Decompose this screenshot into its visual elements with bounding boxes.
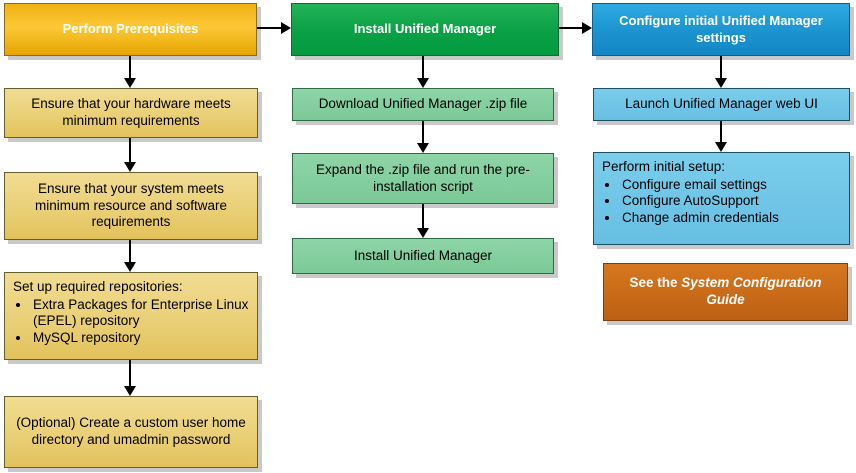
- bullet-item: Configure email settings: [620, 177, 843, 194]
- step-label: Launch Unified Manager web UI: [625, 96, 818, 112]
- arrow-down-head: [124, 78, 136, 88]
- bullet-list: Extra Packages for Enterprise Linux (EPE…: [13, 297, 251, 347]
- arrow-down: [129, 56, 131, 79]
- header-install-unified-manager: Install Unified Manager: [291, 3, 559, 56]
- arrow-down: [422, 56, 424, 79]
- arrow-down-head: [715, 142, 727, 152]
- note-prefix: See the: [629, 275, 682, 291]
- step-optional-home-directory: (Optional) Create a custom user home dir…: [4, 396, 258, 468]
- arrow-down-head: [417, 78, 429, 88]
- header-configure-initial-settings: Configure initial Unified Manager settin…: [592, 3, 850, 56]
- arrow-down-head: [124, 262, 136, 272]
- step-perform-initial-setup: Perform initial setup: Configure email s…: [593, 152, 850, 245]
- step-label: Ensure that your system meets minimum re…: [34, 180, 228, 230]
- step-label: Ensure that your hardware meets minimum …: [31, 96, 231, 128]
- arrow-down-head: [124, 162, 136, 172]
- step-expand-zip-run-script: Expand the .zip file and run the pre-ins…: [292, 153, 554, 204]
- arrow-down-head: [417, 143, 429, 153]
- note-system-configuration-guide: See the System Configuration Guide: [603, 263, 848, 321]
- arrow-down: [422, 121, 424, 144]
- step-setup-repositories: Set up required repositories: Extra Pack…: [4, 272, 258, 360]
- arrow-right: [559, 27, 583, 29]
- step-title: Perform initial setup:: [602, 159, 726, 174]
- bullet-item: Change admin credentials: [620, 210, 843, 227]
- step-label: Expand the .zip file and run the pre-ins…: [316, 161, 530, 194]
- step-label: Install Unified Manager: [353, 247, 493, 263]
- step-hardware-requirements: Ensure that your hardware meets minimum …: [4, 88, 258, 138]
- step-label: (Optional) Create a custom user home dir…: [16, 415, 246, 447]
- arrow-down: [129, 138, 131, 163]
- arrow-down-head: [417, 228, 429, 238]
- arrow-right-head: [582, 22, 592, 34]
- step-title: Set up required repositories:: [13, 279, 183, 294]
- note-guide-title: System Configuration Guide: [681, 275, 822, 307]
- step-system-requirements: Ensure that your system meets minimum re…: [4, 172, 258, 240]
- step-label: Download Unified Manager .zip file: [318, 96, 528, 112]
- note-label: See the System Configuration Guide: [612, 275, 839, 308]
- header-label: Perform Prerequisites: [62, 21, 199, 37]
- arrow-down: [720, 121, 722, 143]
- bullet-item: Extra Packages for Enterprise Linux (EPE…: [31, 297, 251, 330]
- arrow-down-head: [124, 386, 136, 396]
- header-perform-prerequisites: Perform Prerequisites: [4, 3, 257, 56]
- bullet-list: Configure email settings Configure AutoS…: [602, 177, 843, 227]
- arrow-down: [129, 240, 131, 263]
- bullet-item: MySQL repository: [31, 330, 251, 347]
- bullet-item: Configure AutoSupport: [620, 193, 843, 210]
- arrow-down: [422, 204, 424, 229]
- arrow-down: [720, 56, 722, 79]
- header-label: Install Unified Manager: [353, 21, 497, 37]
- step-launch-web-ui: Launch Unified Manager web UI: [593, 88, 850, 121]
- step-download-zip: Download Unified Manager .zip file: [292, 88, 554, 121]
- header-label: Configure initial Unified Manager settin…: [619, 13, 823, 45]
- arrow-down: [129, 360, 131, 387]
- arrow-down-head: [715, 78, 727, 88]
- arrow-right-head: [281, 22, 291, 34]
- arrow-right: [257, 27, 282, 29]
- step-install-unified-manager: Install Unified Manager: [292, 238, 554, 274]
